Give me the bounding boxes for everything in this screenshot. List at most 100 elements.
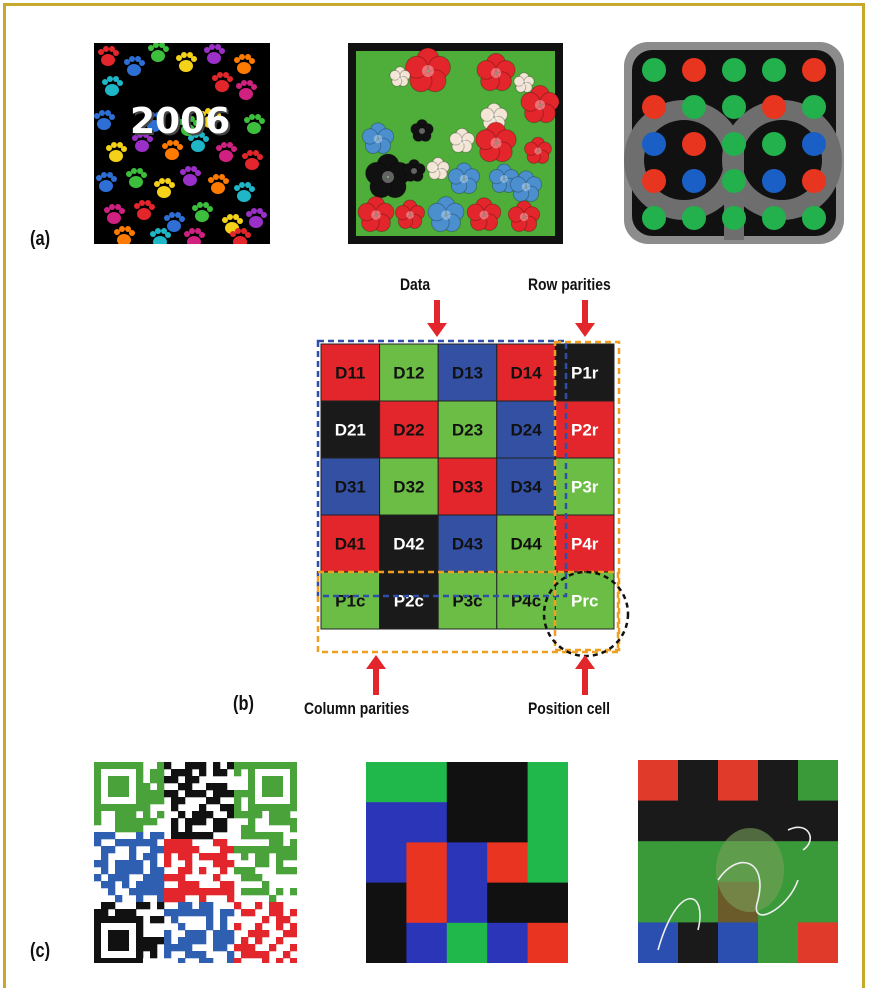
qr-module (150, 937, 158, 945)
qr-module (269, 846, 277, 854)
qr-module (248, 867, 256, 875)
qr-module (143, 811, 151, 819)
qr-module (129, 867, 137, 875)
qr-module (199, 930, 207, 938)
qr-module (234, 867, 242, 875)
paw-print (124, 56, 145, 76)
qr-module (101, 832, 109, 840)
grid-cell-label: P4r (571, 535, 599, 554)
paw-print (192, 202, 213, 222)
qr-module (241, 853, 249, 861)
photo-cell (798, 800, 838, 842)
qr-module (185, 944, 193, 952)
grid-cell-label: D44 (511, 535, 543, 554)
qr-module (290, 944, 297, 952)
qr-module (178, 797, 186, 805)
paw-print (188, 132, 209, 152)
qr-module (164, 944, 172, 952)
qr-module (136, 902, 144, 910)
flower (426, 157, 450, 180)
grid-cell (320, 514, 381, 573)
qr-module (185, 881, 193, 889)
position-cell-arrow-head (575, 655, 595, 669)
qr-module (255, 874, 263, 882)
block-cell (366, 842, 407, 884)
qr-module (185, 937, 193, 945)
qr-module (115, 825, 123, 833)
qr-module (150, 867, 158, 875)
logo-dot (642, 169, 666, 193)
grid-cell-label: D42 (393, 535, 424, 554)
qr-module (115, 860, 123, 868)
qr-module (276, 839, 284, 847)
qr-module (157, 916, 165, 924)
qr-module (262, 860, 270, 868)
qr-module (206, 923, 214, 931)
paw-print (114, 226, 135, 244)
qr-module (213, 818, 221, 826)
block-cell (527, 842, 568, 884)
qr-module (192, 846, 200, 854)
qr-module (192, 762, 200, 770)
qr-module (220, 846, 228, 854)
qr-module (220, 790, 228, 798)
paw-print (162, 140, 183, 160)
qr-module (185, 860, 193, 868)
qr-module (171, 832, 179, 840)
grid-cell-label: D23 (452, 421, 483, 440)
qr-module (178, 895, 186, 903)
qr-module (185, 776, 193, 784)
qr-module (157, 783, 165, 791)
qr-module (227, 958, 235, 963)
block-color-code-image (366, 762, 568, 963)
qr-module (269, 832, 277, 840)
block-cell (527, 802, 568, 843)
qr-module (185, 951, 193, 959)
paw-print (216, 142, 237, 162)
block-cell (406, 922, 448, 963)
qr-module (136, 881, 144, 889)
flower (507, 200, 541, 232)
qr-module (276, 846, 284, 854)
qr-module (206, 958, 214, 963)
qr-module (157, 874, 165, 882)
qr-module (241, 937, 249, 945)
grid-cell-label: D33 (452, 478, 483, 497)
qr-module (283, 818, 291, 826)
qr-module (255, 860, 263, 868)
grid-cell-label: D21 (335, 421, 366, 440)
qr-module (213, 944, 221, 952)
logo-dot (802, 95, 826, 119)
qr-module (234, 944, 242, 952)
qr-color-code-image (94, 762, 297, 963)
qr-module (248, 811, 256, 819)
photo-cell (638, 922, 679, 963)
qr-module (171, 846, 179, 854)
qr-module (255, 902, 263, 910)
qr-module (234, 769, 242, 777)
grid-cell (320, 400, 381, 459)
qr-module (276, 832, 284, 840)
grid-cell (379, 457, 439, 516)
grid-cell-label: P4c (511, 592, 541, 611)
qr-module (276, 909, 284, 917)
paw-print (176, 52, 197, 72)
qr-module (290, 958, 297, 963)
qr-module (164, 853, 172, 861)
qr-module (241, 790, 249, 798)
qr-module (150, 874, 158, 882)
paw-print (246, 208, 267, 228)
paw-print (234, 182, 255, 202)
grid-cell (379, 514, 439, 573)
qr-module (290, 909, 297, 917)
block-cell (487, 842, 529, 884)
grid-cell (437, 343, 498, 402)
qr-module (129, 818, 137, 826)
photo-cell (678, 760, 719, 802)
qr-module (129, 909, 137, 917)
qr-module (157, 776, 165, 784)
qr-module (122, 867, 130, 875)
qr-module (248, 909, 256, 917)
flower (476, 52, 516, 92)
logo-dot (682, 206, 706, 230)
